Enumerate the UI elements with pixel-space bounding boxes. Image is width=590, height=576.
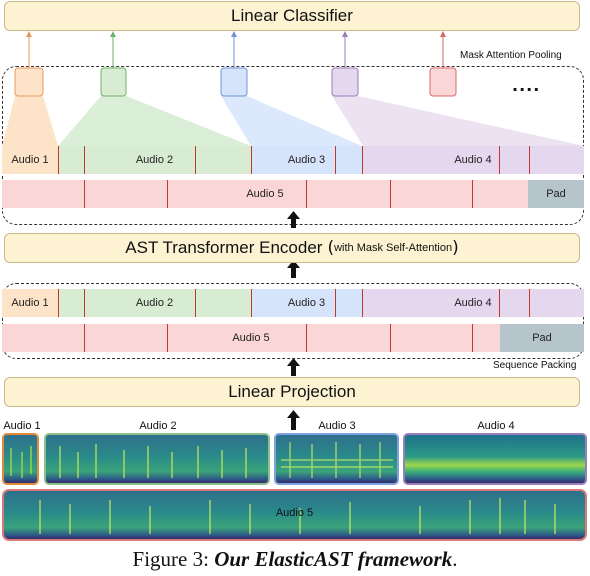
- pooling-graphics: [2, 31, 584, 146]
- caption-prefix: Figure 3:: [132, 547, 215, 571]
- mid-seg-audio4: Audio 4: [362, 289, 584, 317]
- linear-projection-label: Linear Projection: [228, 382, 356, 401]
- mid-seg-audio3-label: Audio 3: [287, 297, 326, 309]
- pool-fan-audio1: [2, 96, 58, 146]
- mid-seg-audio2: Audio 2: [58, 289, 251, 317]
- ast-encoder-bar: AST Transformer Encoder ( with Mask Self…: [4, 233, 580, 263]
- divider: [335, 146, 336, 174]
- top-sequence-row1: Audio 1 Audio 2 Audio 3 Audio 4: [2, 146, 584, 174]
- mid-seg-pad: Pad: [500, 324, 584, 352]
- spec-audio1-label: Audio 1: [3, 420, 41, 432]
- spectrogram-audio4: [403, 433, 587, 485]
- spec-audio3-label: Audio 3: [318, 420, 356, 432]
- spectrogram-audio1: [2, 433, 39, 485]
- top-seg-audio2-label: Audio 2: [135, 154, 174, 166]
- top-sequence-row2: Audio 5 Pad: [2, 180, 584, 208]
- divider: [251, 289, 252, 317]
- top-seg-audio3-label: Audio 3: [287, 154, 326, 166]
- mask-attention-pooling-label: Mask Attention Pooling: [460, 50, 562, 61]
- spec-audio5-label: Audio 5: [275, 507, 314, 519]
- ast-encoder-sublabel: with Mask Self-Attention: [334, 242, 453, 254]
- divider: [362, 146, 363, 174]
- mid-seg-audio5: Audio 5: [2, 324, 500, 352]
- divider: [84, 146, 85, 174]
- divider: [195, 289, 196, 317]
- pooled-token-audio2: [100, 67, 127, 97]
- mid-sequence-row1: Audio 1 Audio 2 Audio 3 Audio 4: [2, 289, 584, 317]
- divider: [390, 324, 391, 352]
- divider: [499, 289, 500, 317]
- spectrogram-audio5: [2, 489, 587, 541]
- divider: [499, 146, 500, 174]
- divider: [84, 324, 85, 352]
- divider: [472, 180, 473, 208]
- ast-encoder-label: AST Transformer Encoder: [125, 238, 323, 257]
- divider: [167, 180, 168, 208]
- pooled-token-audio1: [14, 67, 44, 97]
- pool-fan-audio4: [332, 96, 584, 146]
- spec-audio4-label: Audio 4: [477, 420, 515, 432]
- divider: [84, 289, 85, 317]
- top-seg-audio1-label: Audio 1: [11, 154, 49, 166]
- top-seg-audio4: Audio 4: [362, 146, 584, 174]
- divider: [529, 146, 530, 174]
- spectrogram-audio2: [44, 433, 270, 485]
- caption-emphasis: Our ElasticAST framework: [214, 547, 453, 571]
- spec-audio2-label: Audio 2: [139, 420, 177, 432]
- mid-seg-pad-label: Pad: [532, 332, 552, 344]
- top-seg-audio4-label: Audio 4: [454, 154, 492, 166]
- divider: [529, 289, 530, 317]
- caption-suffix: .: [452, 547, 458, 571]
- divider: [58, 289, 59, 317]
- divider: [472, 324, 473, 352]
- divider: [58, 146, 59, 174]
- pool-fan-audio3: [221, 96, 362, 146]
- pool-fan-audio2: [58, 96, 251, 146]
- top-seg-audio5-label: Audio 5: [246, 188, 284, 200]
- linear-classifier-label: Linear Classifier: [231, 6, 353, 25]
- mid-seg-audio1: Audio 1: [2, 289, 58, 317]
- divider: [84, 180, 85, 208]
- top-seg-audio1: Audio 1: [2, 146, 58, 174]
- mid-sequence-row2: Audio 5 Pad: [2, 324, 584, 352]
- mid-seg-audio2-label: Audio 2: [135, 297, 174, 309]
- pooled-token-audio4: [331, 67, 359, 97]
- figure-caption: Figure 3: Our ElasticAST framework.: [0, 547, 590, 572]
- mid-seg-audio4-label: Audio 4: [454, 297, 492, 309]
- divider: [195, 146, 196, 174]
- top-seg-audio2: Audio 2: [58, 146, 251, 174]
- divider: [335, 289, 336, 317]
- ast-encoder-paren-open: (: [327, 238, 335, 258]
- divider: [390, 180, 391, 208]
- sequence-packing-label: Sequence Packing: [493, 360, 577, 371]
- top-seg-pad: Pad: [528, 180, 584, 208]
- mid-seg-audio5-label: Audio 5: [232, 332, 270, 344]
- divider: [362, 289, 363, 317]
- divider: [251, 146, 252, 174]
- mid-seg-audio3: Audio 3: [251, 289, 362, 317]
- divider: [306, 180, 307, 208]
- ellipsis: ....: [512, 76, 541, 95]
- divider: [167, 324, 168, 352]
- linear-projection-bar: Linear Projection: [4, 377, 580, 407]
- packing-dashed-box: [2, 283, 584, 359]
- top-seg-pad-label: Pad: [546, 188, 566, 200]
- divider: [306, 324, 307, 352]
- mid-seg-audio1-label: Audio 1: [11, 297, 49, 309]
- ast-encoder-paren-close: ): [452, 238, 459, 258]
- pooled-token-audio5: [429, 67, 457, 97]
- top-seg-audio5: Audio 5: [2, 180, 528, 208]
- top-seg-audio3: Audio 3: [251, 146, 362, 174]
- pooled-token-audio3: [220, 67, 248, 97]
- linear-classifier-bar: Linear Classifier: [4, 1, 580, 31]
